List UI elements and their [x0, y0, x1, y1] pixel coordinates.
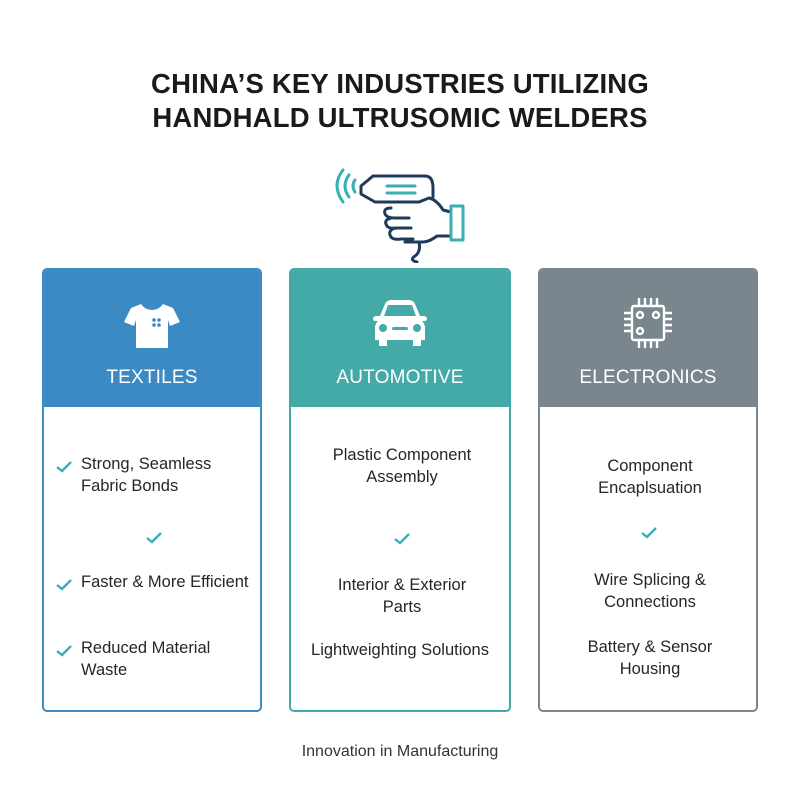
page-title: CHINA’S KEY INDUSTRIES UTILIZING HANDHAL… [0, 67, 800, 135]
list-item: Interior & Exterior Parts [337, 576, 467, 616]
card-automotive: AUTOMOTIVE Plastic Component Assembly In… [289, 268, 511, 712]
car-icon [373, 300, 427, 346]
list-item: Wire Splicing & Connections [594, 571, 706, 611]
list-item: Faster & More Efficient [81, 573, 249, 591]
card-label-electronics: ELECTRONICS [579, 367, 717, 388]
check-icon [56, 645, 72, 657]
footer-tagline: Innovation in Manufacturing [301, 743, 499, 760]
card-body-automotive: Plastic Component Assembly Interior & Ex… [291, 407, 509, 710]
card-body-electronics: Component Encaplsuation Wire Splicing & … [540, 407, 756, 710]
card-header-textiles: TEXTILES [44, 270, 260, 407]
card-header-automotive: AUTOMOTIVE [291, 270, 509, 407]
card-electronics: ELECTRONICS Component Encaplsuation Wire… [538, 268, 758, 712]
list-item: Component Encaplsuation [598, 457, 702, 497]
card-body-textiles: Strong, Seamless Fabric Bonds Faster & M… [44, 407, 260, 710]
card-label-automotive: AUTOMOTIVE [336, 367, 464, 388]
title-line-1: CHINA’S KEY INDUSTRIES UTILIZING [151, 68, 649, 99]
title-line-2: HANDHALD ULTRUSOMIC WELDERS [152, 102, 648, 133]
check-icon [394, 533, 410, 545]
card-label-textiles: TEXTILES [106, 367, 198, 388]
card-header-electronics: ELECTRONICS [540, 270, 756, 407]
list-item: Battery & Sensor Housing [587, 638, 713, 678]
check-icon [641, 527, 657, 539]
check-icon [56, 461, 72, 473]
list-item: Lightweighting Solutions [311, 641, 489, 659]
list-item: Plastic Component Assembly [332, 446, 472, 486]
check-icon [146, 532, 162, 544]
t-shirt-icon [124, 304, 180, 348]
card-textiles: TEXTILES Strong, Seamless Fabric Bonds F… [42, 268, 262, 712]
microchip-icon [624, 298, 672, 348]
handheld-ultrasonic-welder-icon [335, 168, 465, 263]
list-item: Reduced Material Waste [81, 639, 211, 679]
list-item: Strong, Seamless Fabric Bonds [81, 455, 212, 495]
check-icon [56, 579, 72, 591]
